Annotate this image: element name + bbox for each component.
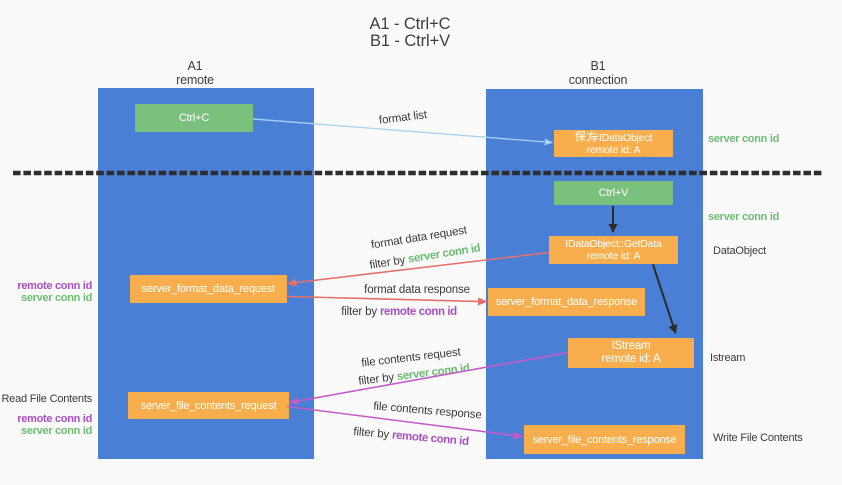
filter-key-server-conn-id: server conn id [396, 361, 471, 383]
node-file-request: server_file_contents_request [128, 392, 289, 419]
title-line-b1: B1 - Ctrl+V [369, 32, 451, 50]
right-label-dataobject: DataObject [713, 245, 767, 257]
left-column-header: A1 remote [135, 59, 255, 87]
left-label-remote-conn-id-2: remote conn id [17, 412, 92, 425]
left-column-name: A1 [187, 59, 203, 73]
node-getdata-line2: remote id: A [586, 250, 641, 262]
left-column-role: remote [176, 72, 214, 87]
node-format-response-label: server_format_data_response [495, 296, 638, 308]
node-ctrl-v-label: Ctrl+V [598, 187, 629, 199]
node-format-request: server_format_data_request [130, 275, 287, 303]
node-istream-line2: remote id: A [601, 353, 661, 365]
left-label-remote-conn-id-1: remote conn id [17, 280, 92, 292]
flow-label-format-response-filter: filter by remote conn id [319, 306, 479, 318]
filter-key-remote-conn-id: remote conn id [379, 305, 457, 318]
flow-label-format-list: format list [378, 109, 428, 127]
node-ctrl-c: Ctrl+C [135, 104, 253, 132]
left-label-server-conn-id-2: server conn id [21, 424, 92, 437]
node-save-dataobject-line2: remote id: A [586, 144, 641, 156]
node-save-dataobject: IDataObject remote id: A [554, 130, 673, 157]
flow-label-file-response-filter: filter by remote conn id [331, 424, 491, 450]
right-label-istream: Istream [710, 352, 746, 364]
node-getdata-line1: IDataObject::GetData [565, 237, 662, 250]
filter-key-server-conn-id: server conn id [407, 242, 482, 266]
flow-label-format-data-response: format data response [364, 284, 470, 296]
filter-by-prefix: filter by [341, 305, 380, 318]
node-save-dataobject-latin: IDataObject [598, 131, 653, 144]
right-label-write-file-contents: Write File Contents [713, 432, 803, 444]
right-label-server-conn-id-2: server conn id [708, 211, 779, 223]
node-ctrl-v: Ctrl+V [554, 181, 673, 205]
filter-by-prefix: filter by [368, 253, 410, 272]
node-save-dataobject-line1: IDataObject [575, 130, 653, 145]
right-column-header: B1 connection [538, 59, 658, 87]
filter-key-remote-conn-id: remote conn id [391, 428, 470, 448]
node-file-response: server_file_contents_response [524, 425, 685, 454]
diagram-title: A1 - Ctrl+C B1 - Ctrl+V [310, 16, 510, 50]
title-line-a1: A1 - Ctrl+C [369, 15, 451, 33]
filter-by-prefix: filter by [357, 370, 398, 388]
arrow-format-data-response [286, 295, 488, 306]
right-column-name: B1 [590, 59, 606, 73]
right-column-role: connection [568, 72, 628, 87]
flow-label-file-contents-response: file contents response [372, 400, 483, 422]
cjk-save-glyphs [575, 130, 598, 142]
node-istream: IStream remote id: A [568, 338, 694, 368]
node-istream-line1: IStream [611, 340, 651, 352]
left-label-read-file-contents: Read File Contents [1, 393, 92, 405]
node-format-request-label: server_format_data_request [141, 283, 275, 295]
filter-by-prefix: filter by [352, 425, 393, 441]
node-file-response-label: server_file_contents_response [532, 433, 677, 446]
node-ctrl-c-label: Ctrl+C [178, 112, 210, 124]
node-getdata: IDataObject::GetData remote id: A [549, 236, 678, 264]
node-format-response: server_format_data_response [488, 288, 645, 316]
node-file-request-label: server_file_contents_request [140, 399, 277, 412]
right-label-server-conn-id-1: server conn id [708, 133, 779, 145]
left-label-server-conn-id-1: server conn id [21, 292, 92, 304]
